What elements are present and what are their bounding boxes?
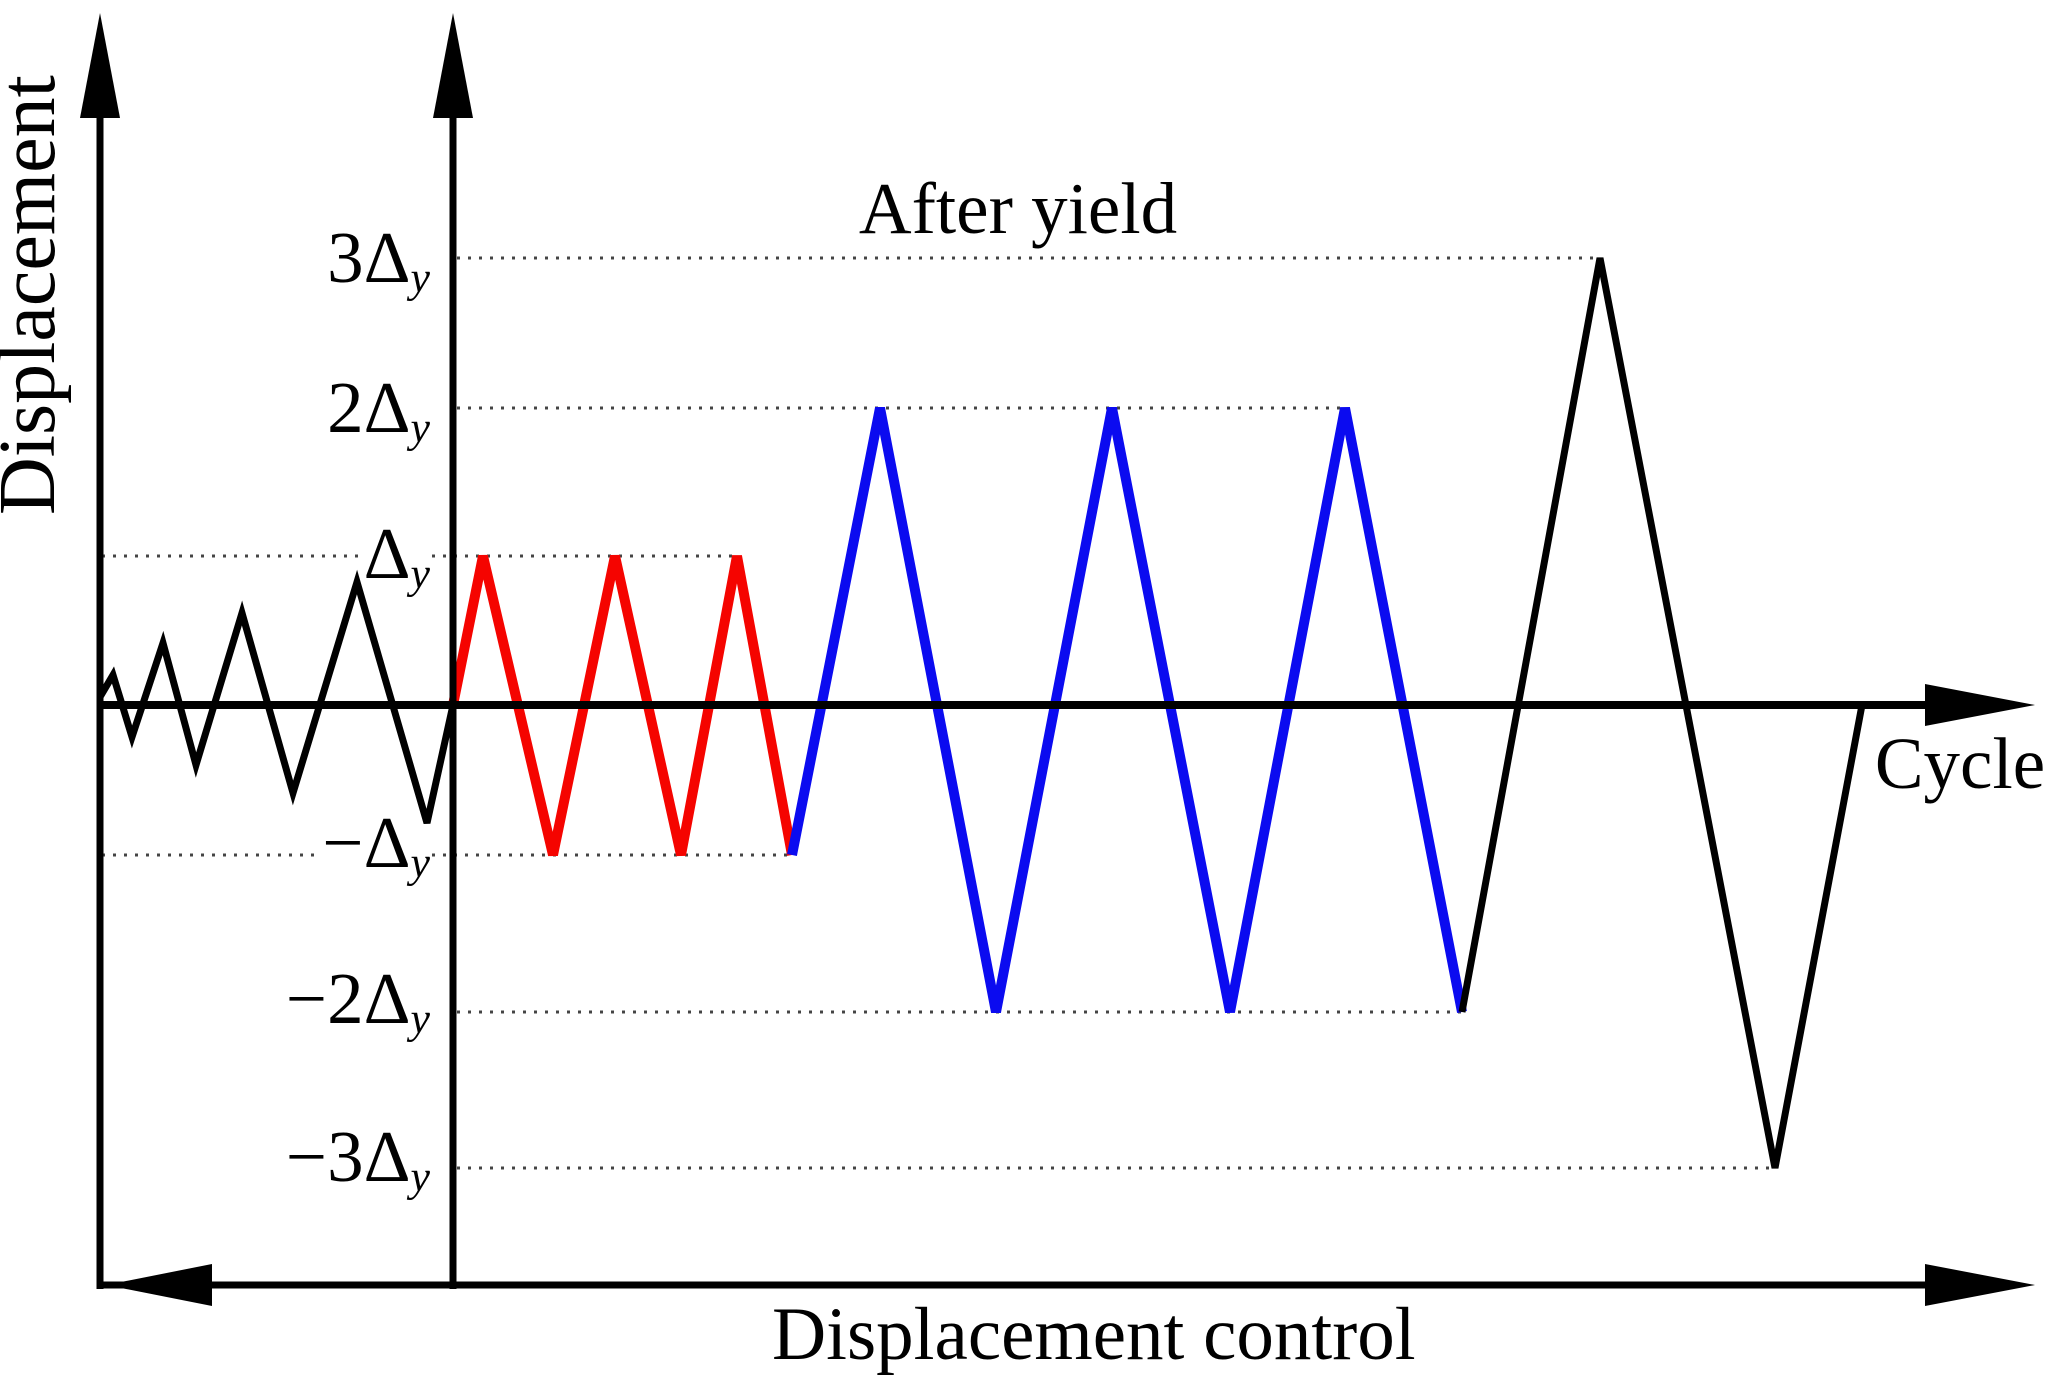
y-tick-label: 2Δy — [327, 367, 430, 452]
yield-axis-arrowhead — [433, 13, 473, 118]
y-tick-label: −2Δy — [285, 958, 430, 1043]
bottom-caption: Displacement control — [772, 1293, 1416, 1376]
yield-cycles-wave — [448, 554, 797, 857]
y-axis-label: Displacement — [0, 75, 72, 515]
y-tick-label: −Δy — [322, 802, 430, 887]
axes-layer — [80, 13, 2035, 1306]
two-dy-cycles-wave — [787, 407, 1467, 1013]
displacement-control-left-arrowhead — [106, 1264, 212, 1306]
y-tick-label: 3Δy — [327, 217, 430, 302]
y-tick-label: Δy — [363, 513, 430, 598]
x-axis-label: Cycle — [1874, 723, 2046, 804]
after-yield-annotation: After yield — [858, 168, 1178, 249]
three-dy-cycle-wave — [1458, 257, 1866, 1169]
displacement-axis-arrowhead — [80, 13, 120, 118]
displacement-control-right-arrowhead — [1925, 1264, 2035, 1306]
y-tick-label: −3Δy — [285, 1116, 430, 1201]
cycle-axis-arrowhead — [1925, 684, 2035, 726]
